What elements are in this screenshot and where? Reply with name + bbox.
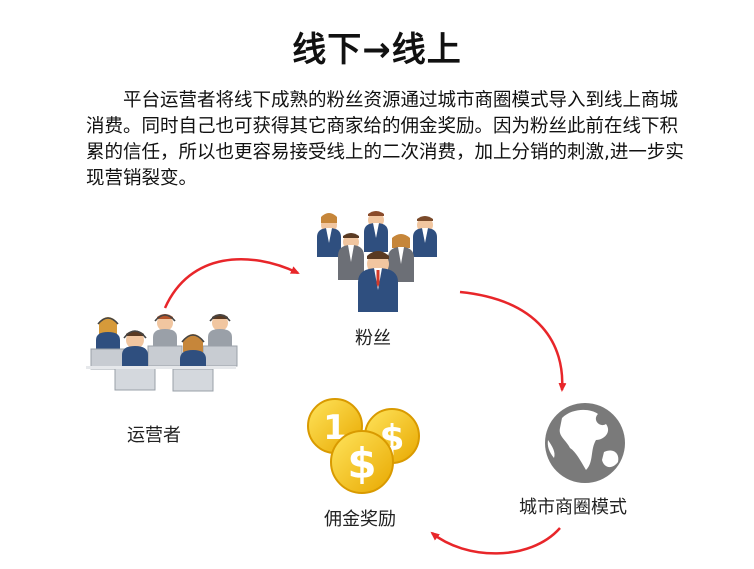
globe-icon: [545, 403, 625, 483]
reward-label: 佣金奖励: [324, 509, 396, 530]
operators-label: 运营者: [127, 425, 181, 446]
svg-text:$: $: [347, 439, 376, 488]
description-text: 平台运营者将线下成熟的粉丝资源通过城市商圈模式导入到线上商城消费。同时自己也可获…: [86, 90, 684, 189]
call-center-operators-icon: [86, 314, 238, 392]
page-title: 线下→线上: [292, 30, 462, 70]
gold-coins-icon: $ 1 $: [307, 398, 420, 494]
city-label: 城市商圈模式: [519, 497, 627, 518]
description-paragraph: 平台运营者将线下成熟的粉丝资源通过城市商圈模式导入到线上商城消费。同时自己也可获…: [86, 88, 686, 192]
crowd-people-icon: [317, 211, 437, 312]
fans-label: 粉丝: [355, 328, 391, 349]
arrow-fans-to-city: [459, 290, 567, 392]
arrow-operators-to-fans: [163, 257, 300, 309]
arrow-city-to-reward: [430, 527, 561, 555]
